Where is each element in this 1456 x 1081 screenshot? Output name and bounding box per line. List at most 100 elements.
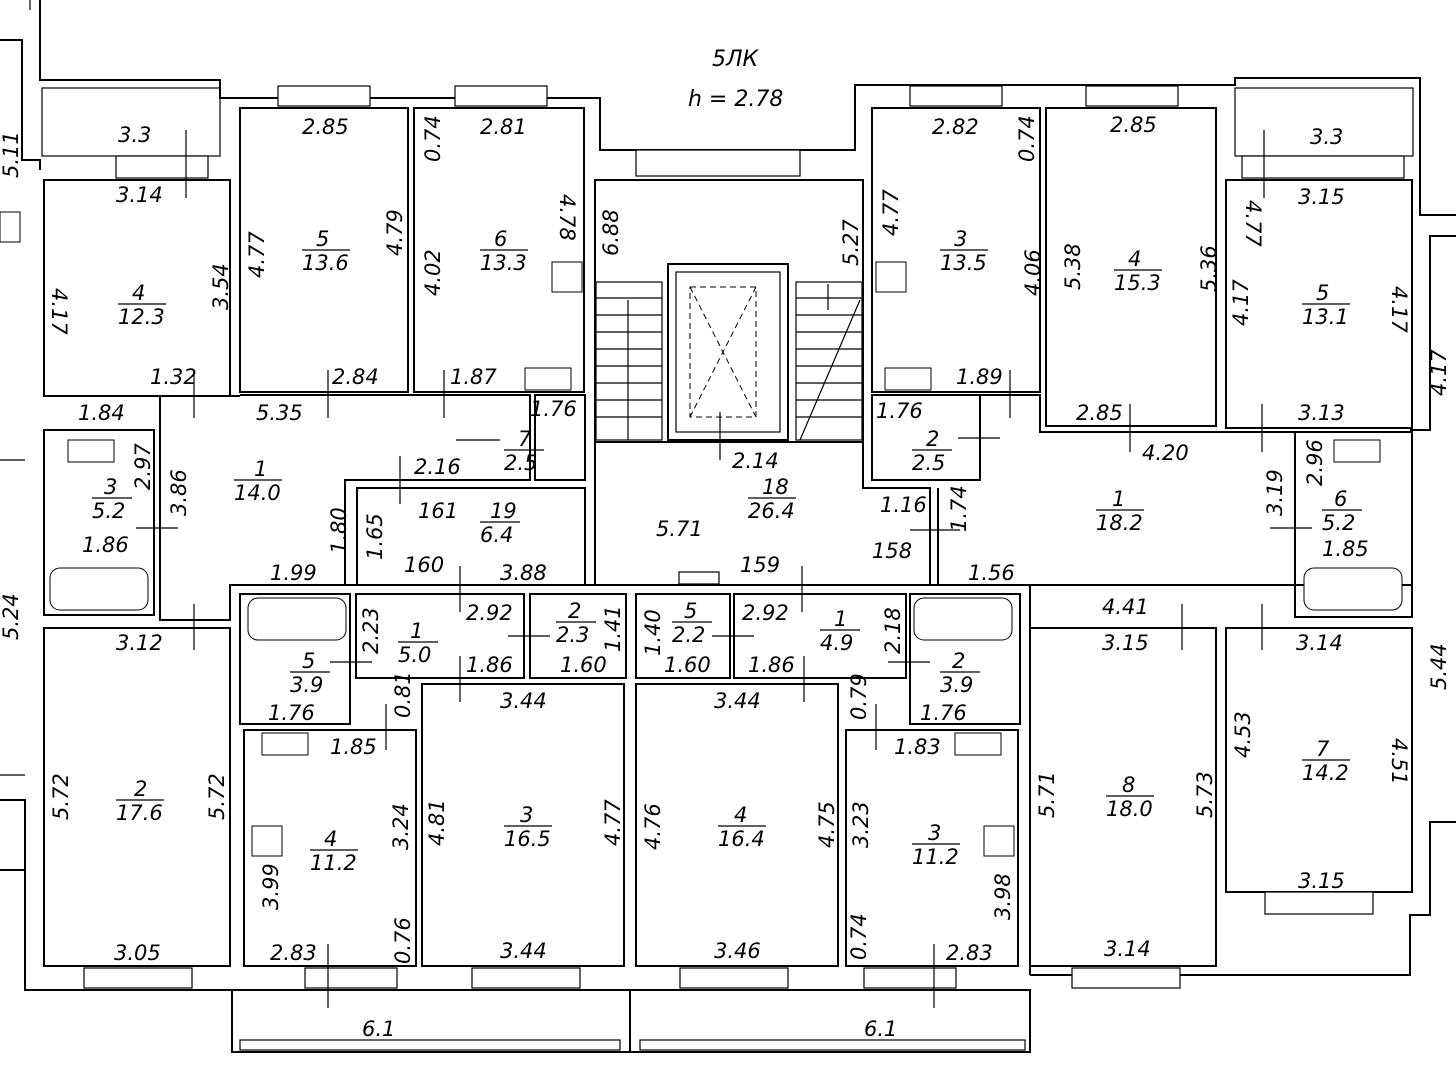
svg-text:11.2: 11.2 bbox=[912, 845, 959, 869]
dim: 1.85 bbox=[1322, 537, 1369, 561]
dim: 3.3 bbox=[118, 123, 151, 147]
svg-text:14.0: 14.0 bbox=[234, 481, 281, 505]
dimension-ticks bbox=[136, 130, 1312, 1008]
dim: 0.76 bbox=[391, 917, 415, 964]
dim: 3.05 bbox=[114, 941, 161, 965]
dim: 1.76 bbox=[876, 399, 923, 423]
svg-text:5: 5 bbox=[1316, 281, 1329, 305]
dim: 3.3 bbox=[1310, 125, 1343, 149]
dim: 3.88 bbox=[500, 561, 547, 585]
room-label: 35.2 bbox=[92, 475, 132, 523]
dim: 6.1 bbox=[362, 1017, 395, 1041]
room-label: 313.5 bbox=[940, 227, 988, 275]
dim: 3.54 bbox=[209, 263, 233, 310]
dim: 4.53 bbox=[1231, 711, 1255, 758]
dim: 2.83 bbox=[270, 941, 317, 965]
dim: 4.77 bbox=[1241, 200, 1265, 247]
dim: 5.71 bbox=[656, 517, 703, 541]
dimension-labels: 3.3 3.14 2.85 2.81 0.74 4.78 6.88 5.27 4… bbox=[0, 113, 1451, 1041]
dim: 1.65 bbox=[363, 513, 387, 560]
dim: 3.14 bbox=[116, 183, 163, 207]
svg-text:13.3: 13.3 bbox=[480, 251, 527, 275]
dim: 4.06 bbox=[1021, 249, 1045, 296]
room-labels: 412.3 513.6 613.3 313.5 415.3 513.1 114.… bbox=[92, 227, 1362, 875]
svg-text:19: 19 bbox=[490, 499, 517, 523]
svg-text:2: 2 bbox=[926, 427, 939, 451]
section-label: 5ЛК bbox=[712, 47, 760, 72]
dim: 160 bbox=[404, 553, 444, 577]
svg-text:2: 2 bbox=[134, 777, 147, 801]
room-label: 14.9 bbox=[820, 607, 860, 655]
svg-text:6: 6 bbox=[1334, 487, 1347, 511]
windows bbox=[83, 85, 1405, 989]
dim: 4.75 bbox=[815, 801, 839, 848]
svg-text:18.0: 18.0 bbox=[1106, 797, 1153, 821]
svg-text:1: 1 bbox=[254, 457, 267, 481]
dim: 2.85 bbox=[1076, 401, 1123, 425]
room-label: 22.5 bbox=[912, 427, 952, 475]
dim: 3.98 bbox=[991, 873, 1015, 920]
room-label: 818.0 bbox=[1106, 773, 1154, 821]
dim: 4.17 bbox=[1387, 286, 1411, 333]
dim: 159 bbox=[740, 553, 780, 577]
dim: 1.16 bbox=[880, 493, 927, 517]
room-label: 513.1 bbox=[1302, 281, 1350, 329]
svg-text:12.3: 12.3 bbox=[118, 305, 165, 329]
svg-text:15.3: 15.3 bbox=[1114, 271, 1161, 295]
dim: 3.24 bbox=[389, 803, 413, 850]
dim: 3.19 bbox=[1263, 469, 1287, 516]
dim: 6.88 bbox=[599, 209, 623, 256]
svg-text:18: 18 bbox=[762, 475, 789, 499]
room-label: 714.2 bbox=[1302, 737, 1350, 785]
dim: 158 bbox=[872, 539, 912, 563]
svg-text:6.4: 6.4 bbox=[480, 523, 513, 547]
svg-text:3.9: 3.9 bbox=[940, 673, 973, 697]
svg-text:14.2: 14.2 bbox=[1302, 761, 1349, 785]
dim: 4.77 bbox=[245, 231, 269, 278]
room-label: 23.9 bbox=[940, 649, 980, 697]
room-label: 114.0 bbox=[234, 457, 282, 505]
dim: 5.36 bbox=[1197, 245, 1221, 292]
dim: 3.14 bbox=[1296, 631, 1343, 655]
svg-text:4: 4 bbox=[324, 827, 337, 851]
dim: 3.15 bbox=[1298, 185, 1345, 209]
dim: 5.72 bbox=[205, 773, 229, 820]
room-label: 217.6 bbox=[116, 777, 164, 825]
dim: 2.83 bbox=[946, 941, 993, 965]
dim: 4.76 bbox=[641, 803, 665, 850]
svg-text:1: 1 bbox=[410, 619, 423, 643]
dim: 3.86 bbox=[167, 469, 191, 516]
svg-text:5: 5 bbox=[302, 649, 315, 673]
svg-text:6: 6 bbox=[494, 227, 507, 251]
dim: 5.73 bbox=[1193, 771, 1217, 818]
room-label: 22.3 bbox=[556, 599, 596, 647]
room-label: 311.2 bbox=[912, 821, 960, 869]
dim: 4.77 bbox=[601, 799, 625, 846]
svg-text:3: 3 bbox=[954, 227, 967, 251]
dim: 3.44 bbox=[714, 689, 761, 713]
dim: 4.41 bbox=[1102, 595, 1149, 619]
svg-text:5.2: 5.2 bbox=[1322, 511, 1355, 535]
dim: 2.14 bbox=[732, 449, 779, 473]
dim: 1.32 bbox=[150, 365, 197, 389]
dim: 5.11 bbox=[0, 131, 23, 178]
svg-text:5: 5 bbox=[316, 227, 329, 251]
svg-text:1: 1 bbox=[1112, 487, 1125, 511]
dim: 1.86 bbox=[82, 533, 129, 557]
ceiling-height: h = 2.78 bbox=[688, 87, 783, 112]
dim: 5.24 bbox=[0, 593, 23, 640]
dim: 3.99 bbox=[259, 863, 283, 910]
dim: 0.74 bbox=[847, 913, 871, 960]
dim: 1.60 bbox=[664, 653, 711, 677]
svg-text:11.2: 11.2 bbox=[310, 851, 357, 875]
dim: 4.51 bbox=[1387, 738, 1411, 785]
svg-text:4: 4 bbox=[132, 281, 145, 305]
dim: 1.85 bbox=[330, 735, 377, 759]
dim: 5.44 bbox=[1427, 643, 1451, 690]
dim: 1.76 bbox=[920, 701, 967, 725]
svg-text:3: 3 bbox=[520, 803, 533, 827]
dim: 2.92 bbox=[466, 601, 513, 625]
dim: 4.17 bbox=[1427, 349, 1451, 396]
dim: 6.1 bbox=[864, 1017, 897, 1041]
